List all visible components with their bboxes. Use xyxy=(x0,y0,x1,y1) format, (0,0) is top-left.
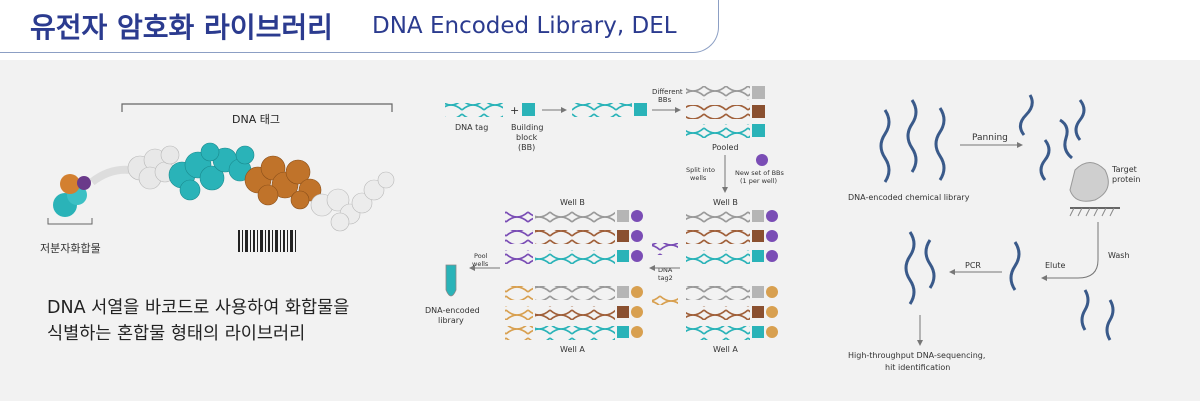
svg-text:Well B: Well B xyxy=(560,198,585,207)
dna-tag-bracket xyxy=(121,103,393,112)
svg-text:DNA: DNA xyxy=(658,266,673,274)
wash-label: Wash xyxy=(1108,251,1130,260)
svg-text:New set of BBs: New set of BBs xyxy=(735,169,784,177)
svg-text:block: block xyxy=(516,133,538,142)
title-tab xyxy=(0,0,719,53)
svg-text:Well A: Well A xyxy=(560,345,585,354)
split-pool-synthesis-diagram: DNA tag + Building block (BB) Different … xyxy=(425,86,784,354)
description-line-2: 식별하는 혼합물 형태의 라이브러리 xyxy=(47,324,306,344)
svg-text:Well B: Well B xyxy=(713,198,738,207)
description-line-1: DNA 서열을 바코드로 사용하여 화합물을 xyxy=(47,298,350,318)
svg-text:BBs: BBs xyxy=(658,96,672,104)
svg-text:DNA-encoded: DNA-encoded xyxy=(425,306,480,315)
svg-text:(BB): (BB) xyxy=(518,143,535,152)
svg-text:Split into: Split into xyxy=(686,166,715,174)
svg-text:Different: Different xyxy=(652,88,683,96)
svg-text:wells: wells xyxy=(472,260,489,268)
svg-text:Well A: Well A xyxy=(713,345,738,354)
dna-tag-helix xyxy=(445,103,503,117)
svg-text:wells: wells xyxy=(690,174,707,182)
svg-text:Building: Building xyxy=(511,123,543,132)
building-block-square xyxy=(522,103,535,116)
pcr-label: PCR xyxy=(965,261,981,270)
svg-text:Pool: Pool xyxy=(474,252,488,260)
title-english: DNA Encoded Library, DEL xyxy=(372,13,677,39)
selection-workflow-diagram xyxy=(879,94,1115,341)
dna-tag-label: DNA 태그 xyxy=(232,113,280,126)
title-korean: 유전자 암호화 라이브러리 xyxy=(30,11,333,44)
svg-text:tag2: tag2 xyxy=(658,274,673,282)
svg-text:protein: protein xyxy=(1112,175,1140,184)
target-protein-icon xyxy=(1069,162,1109,202)
svg-text:hit identification: hit identification xyxy=(885,363,950,372)
svg-text:library: library xyxy=(438,316,464,325)
dna-tag-text: DNA tag xyxy=(455,123,488,132)
plus-sign: + xyxy=(510,104,519,117)
svg-text:High-throughput DNA-sequencing: High-throughput DNA-sequencing, xyxy=(848,351,985,360)
molecule-illustration xyxy=(47,103,395,252)
barcode-icon xyxy=(238,230,296,252)
pooled-label: Pooled xyxy=(712,143,739,152)
library-tube-icon xyxy=(445,264,457,297)
svg-text:Target: Target xyxy=(1111,165,1137,174)
chemical-library-label: DNA-encoded chemical library xyxy=(848,193,970,202)
elute-label: Elute xyxy=(1045,261,1065,270)
panning-label: Panning xyxy=(972,133,1008,143)
svg-text:(1 per well): (1 per well) xyxy=(740,177,777,185)
small-molecule-label: 저분자화합물 xyxy=(40,242,101,255)
